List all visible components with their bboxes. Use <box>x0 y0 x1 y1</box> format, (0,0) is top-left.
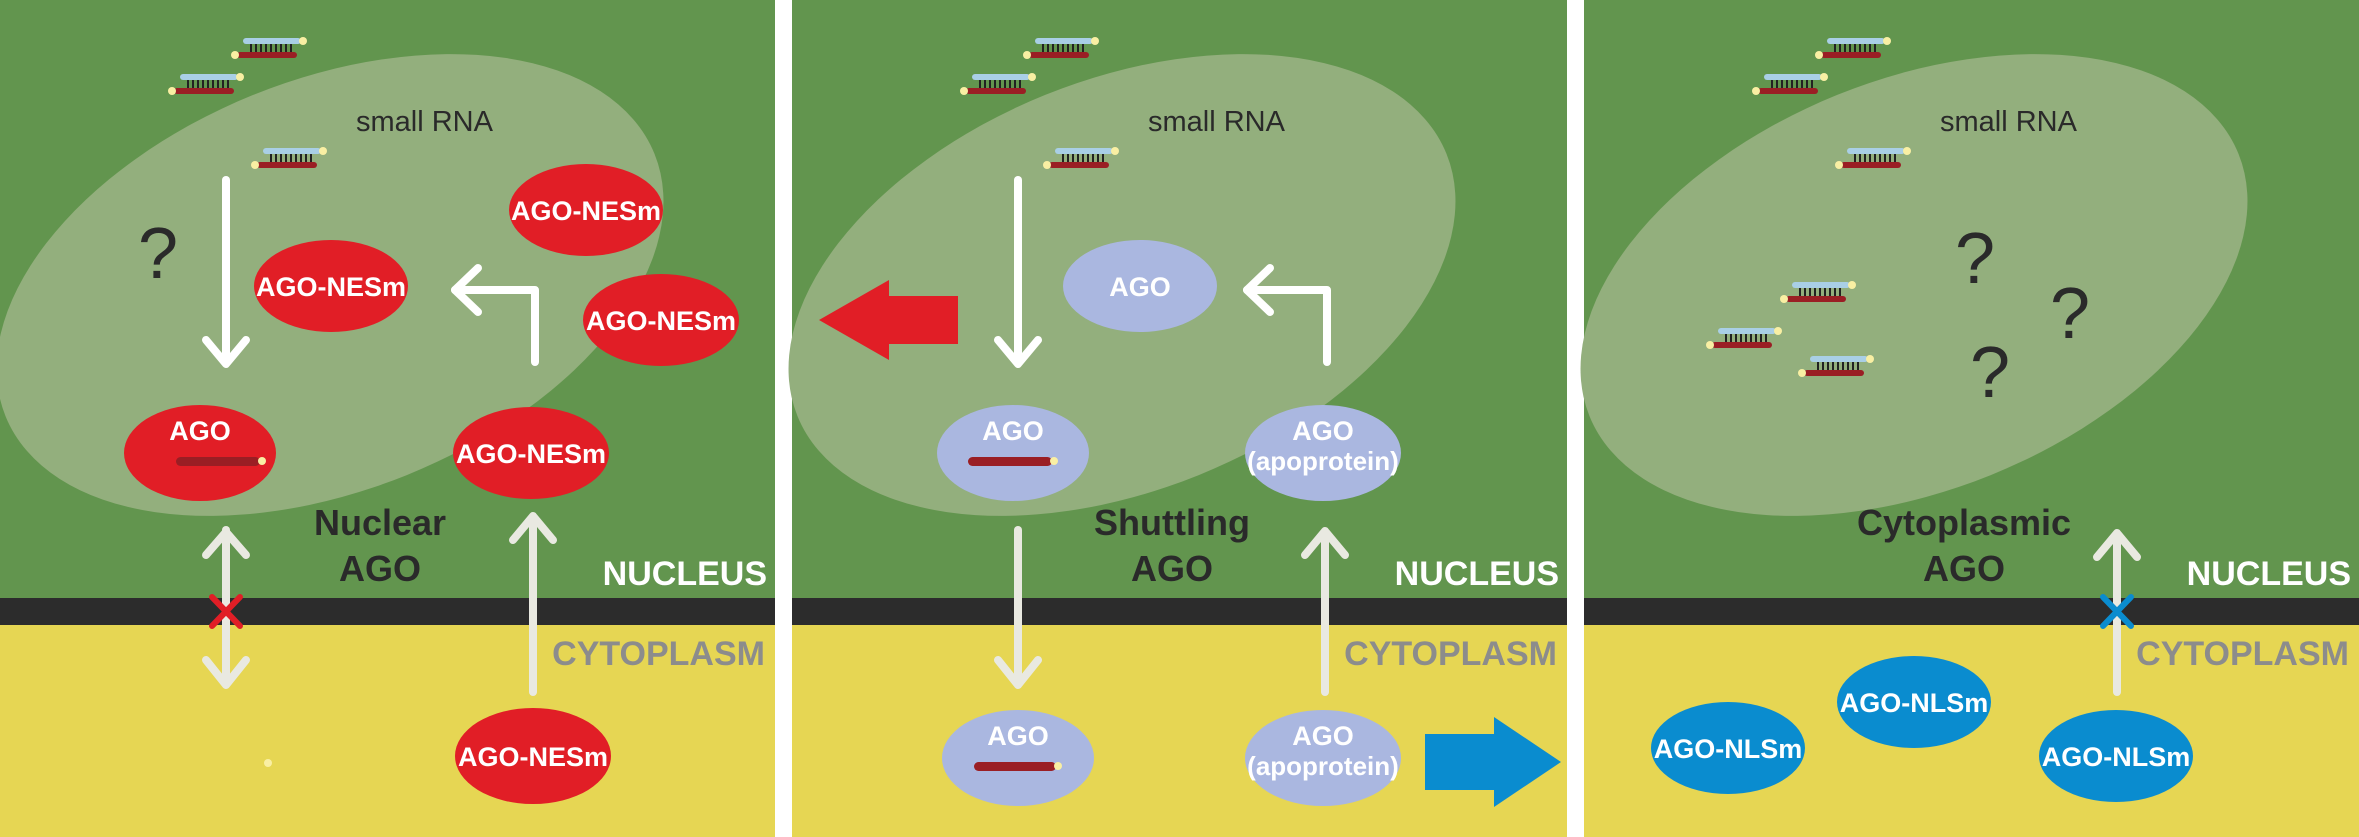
ago-nlsm-label: AGO-NLSm <box>1840 688 1989 718</box>
nuclear-region <box>1580 54 2248 516</box>
ago-nesm-oval <box>254 240 408 332</box>
small-rna-label: small RNA <box>356 106 494 138</box>
nuclear-envelope <box>0 598 775 625</box>
cytoplasm-label: CYTOPLASM <box>552 635 765 673</box>
arrow-export <box>994 526 1042 689</box>
ago-nesm-label: AGO-NESm <box>256 272 406 302</box>
question-mark: ? <box>1970 333 2010 413</box>
panel-nuclear-ago: small RNA ? AGO AGO-NESm AGO-NESm AGO-NE… <box>0 0 775 837</box>
ago-oval <box>1063 240 1217 332</box>
small-rna-label: small RNA <box>1940 106 2078 138</box>
ago-nesm-floating-label: AGO-NESm <box>586 306 736 336</box>
loaded-rna-strand <box>176 457 260 466</box>
ago-loaded-oval <box>937 405 1089 501</box>
ago-apoprotein-cytoplasm-label-line1: AGO <box>1292 721 1354 751</box>
ago-nesm-nuclear-label: AGO-NESm <box>456 439 606 469</box>
cytoplasm-label: CYTOPLASM <box>1344 635 1557 673</box>
ago-nesm-floating-oval <box>583 274 739 366</box>
loaded-rna-tip <box>258 457 266 465</box>
red-arrow-left-icon <box>819 280 958 360</box>
loaded-rna-strand <box>974 762 1056 771</box>
ago-nesm-cytoplasm-oval <box>455 708 611 804</box>
cytoplasm-background <box>792 625 1567 837</box>
ago-loaded-cytoplasm-label: AGO <box>987 721 1049 751</box>
block-x-icon <box>2100 594 2134 629</box>
arrow-down-loading <box>202 176 250 368</box>
panel-title-line2: AGO <box>1131 548 1213 589</box>
ago-nlsm-label: AGO-NLSm <box>1654 734 1803 764</box>
nucleus-label: NUCLEUS <box>1395 555 1559 593</box>
ago-apoprotein-cytoplasm-label-line2: (apoprotein) <box>1247 751 1399 781</box>
cytoplasm-background <box>0 625 775 837</box>
arrow-elbow-recycle <box>1243 264 1331 366</box>
ago-nlsm-oval <box>2039 710 2193 802</box>
ago-nesm-cytoplasm-label: AGO-NESm <box>458 742 608 772</box>
question-mark: ? <box>138 214 178 294</box>
cytoplasm-label: CYTOPLASM <box>2136 635 2349 673</box>
loaded-rna-strand <box>968 457 1052 466</box>
nucleus-label: NUCLEUS <box>603 555 767 593</box>
arrow-export-blocked <box>202 526 250 689</box>
ago-apoprotein-cytoplasm-oval <box>1245 710 1401 806</box>
ago-apoprotein-oval <box>1245 405 1401 501</box>
panel-cytoplasmic-ago: small RNA ? ? ? Cytoplasmic AGO NUCLEUS … <box>1580 0 2359 837</box>
arrow-down-loading <box>994 176 1042 368</box>
panel-title-line1: Nuclear <box>314 502 446 543</box>
ago-loaded-oval <box>124 405 276 501</box>
nuclear-envelope <box>1584 598 2359 625</box>
loaded-rna-tip <box>1054 762 1062 770</box>
panel-title-line2: AGO <box>1923 548 2005 589</box>
ago-apoprotein-label-line2: (apoprotein) <box>1247 446 1399 476</box>
nuclear-envelope <box>792 598 1567 625</box>
ago-loaded-label: AGO <box>169 416 231 446</box>
nucleus-label: NUCLEUS <box>2187 555 2351 593</box>
blue-arrow-right-icon <box>1425 717 1561 807</box>
panel-title-line1: Shuttling <box>1094 502 1250 543</box>
ago-apoprotein-label-line1: AGO <box>1292 416 1354 446</box>
loaded-rna-tip <box>1050 457 1058 465</box>
ago-label: AGO <box>1109 272 1171 302</box>
ago-nlsm-oval <box>1651 702 1805 794</box>
panel-title-line1: Cytoplasmic <box>1857 502 2071 543</box>
question-mark: ? <box>1955 219 1995 299</box>
ago-nesm-nuclear-oval <box>453 407 609 499</box>
question-mark: ? <box>2050 274 2090 354</box>
block-x-icon <box>209 594 243 629</box>
ago-nlsm-label: AGO-NLSm <box>2042 742 2191 772</box>
arrow-import <box>1301 527 1349 696</box>
ago-nlsm-oval <box>1837 656 1991 748</box>
ago-nesm-floating-label: AGO-NESm <box>511 196 661 226</box>
ago-loaded-cytoplasm-oval <box>942 710 1094 806</box>
arrow-import <box>509 512 557 696</box>
arrow-elbow-recycle <box>451 264 539 366</box>
small-rna-label: small RNA <box>1148 106 1286 138</box>
ago-nesm-floating-oval <box>509 164 663 256</box>
free-rna-tip <box>264 759 272 767</box>
panel-shuttling-ago: small RNA AGO AGO AGO (apoprotein) Shutt… <box>788 0 1567 837</box>
ago-loaded-label: AGO <box>982 416 1044 446</box>
panel-title-line2: AGO <box>339 548 421 589</box>
